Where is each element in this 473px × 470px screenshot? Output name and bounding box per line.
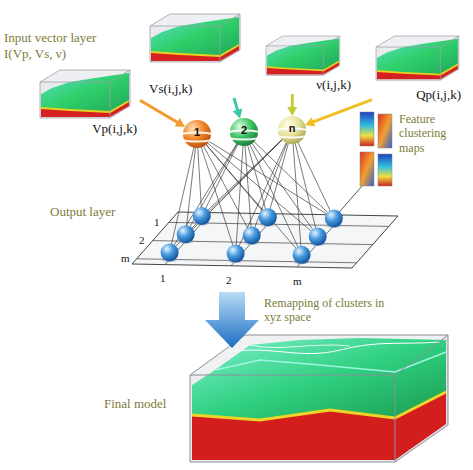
arrowhead xyxy=(175,118,185,127)
input-neuron: 2 xyxy=(230,118,258,146)
volume-label: Vs(i,j,k) xyxy=(149,81,192,97)
volume-node: Qp(i,j,k) xyxy=(372,32,464,104)
arrowhead xyxy=(233,109,243,119)
grid-index: 1 xyxy=(160,272,166,285)
grid-index: 2 xyxy=(226,274,232,287)
volume-vp xyxy=(40,70,130,118)
arrow-shaft xyxy=(313,100,372,123)
volume-node: ν(i,j,k) xyxy=(262,32,354,94)
arrow-shaft xyxy=(140,100,178,123)
input-arrow xyxy=(287,94,297,116)
volume-vs xyxy=(150,14,240,62)
volume-node: Vs(i,j,k) xyxy=(146,10,246,98)
output-neurons xyxy=(161,207,343,264)
input-neuron: n xyxy=(278,116,306,144)
grid-index: m xyxy=(293,275,302,288)
layer-title: Input vector layer I(Vp, Vs, ν) xyxy=(4,30,114,61)
grid-index: m xyxy=(121,252,130,265)
input-neuron: 1 xyxy=(183,120,211,148)
node-number: 1 xyxy=(194,126,200,138)
final-model xyxy=(190,335,448,462)
network-links xyxy=(170,130,362,255)
input-arrow xyxy=(305,100,372,127)
input-arrow xyxy=(140,100,185,127)
remap-arrow xyxy=(205,292,259,348)
process-note: Remapping of clusters in xyz space xyxy=(264,296,394,325)
arrow-shaft xyxy=(234,98,238,111)
feature-maps xyxy=(360,112,392,186)
map-title: Feature clustering maps xyxy=(399,112,467,155)
node-number: n xyxy=(289,122,296,134)
volume-nu xyxy=(266,36,340,75)
arrow-shaft xyxy=(291,94,294,108)
input-arrow xyxy=(233,98,243,119)
grid-index: 1 xyxy=(154,216,160,229)
arrowhead xyxy=(305,117,315,126)
volume-label: Vp(i,j,k) xyxy=(92,121,137,137)
layer-title: Output layer xyxy=(50,204,115,220)
node-number: 2 xyxy=(241,124,247,136)
volume-label: Qp(i,j,k) xyxy=(416,87,461,103)
model-title: Final model xyxy=(104,396,166,412)
volume-label: ν(i,j,k) xyxy=(316,77,351,93)
volume-qp xyxy=(376,36,459,80)
grid-index: 2 xyxy=(139,234,145,247)
arrowhead xyxy=(287,107,297,116)
volume-node: Vp(i,j,k) xyxy=(36,64,140,138)
